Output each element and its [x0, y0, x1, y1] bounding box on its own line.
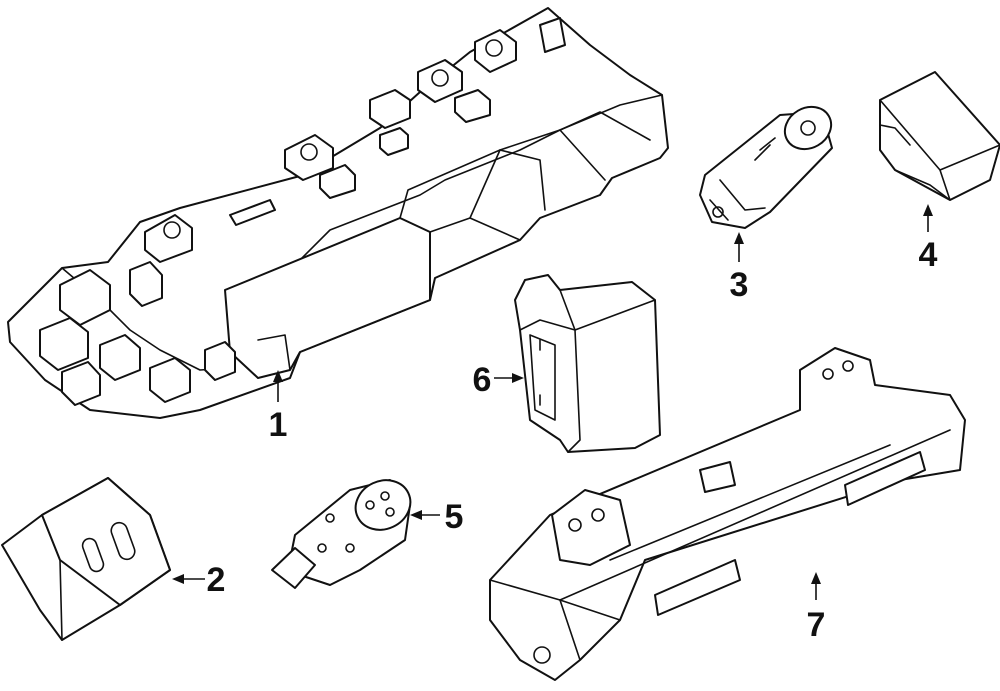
- callout-3: 3: [730, 266, 749, 304]
- callout-7: 7: [807, 606, 826, 644]
- part-2-switch: [1, 477, 171, 641]
- part-4-switch-block: [879, 71, 1000, 201]
- part-7-control-panel: [489, 347, 966, 681]
- part-1-console-bracket: [7, 7, 669, 419]
- callout-2: 2: [207, 561, 226, 599]
- part-5-connector: [271, 479, 412, 589]
- callout-4: 4: [919, 236, 938, 274]
- part-3-sensor: [699, 105, 833, 229]
- callout-leaders: [172, 204, 933, 600]
- callout-5: 5: [445, 498, 464, 536]
- callout-6: 6: [473, 361, 492, 399]
- callout-1: 1: [269, 406, 288, 444]
- part-6-module: [514, 274, 661, 453]
